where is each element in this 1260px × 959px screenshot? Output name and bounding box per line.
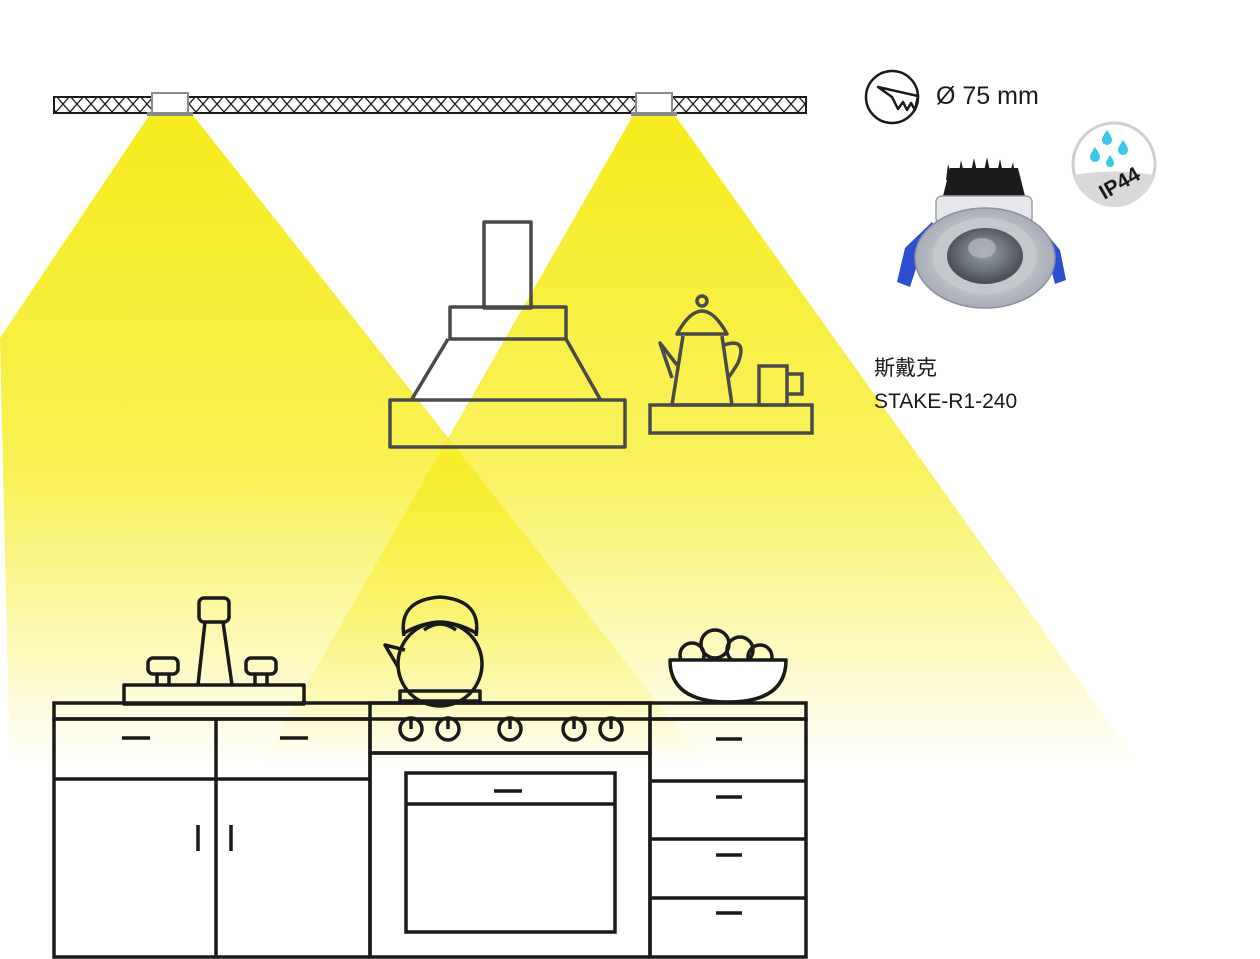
coffee-pot (658, 294, 743, 407)
water-drops-icon (1090, 130, 1128, 167)
range-hood (388, 220, 627, 449)
stove-knob-2 (435, 716, 461, 742)
mug (757, 364, 804, 407)
ceiling-cutout-saw-icon (864, 69, 920, 125)
ip44-badge: IP44 (1071, 121, 1157, 207)
stove-knob-4 (561, 716, 587, 742)
stove-knob-1 (398, 716, 424, 742)
downlight-left (147, 92, 193, 116)
drawers (648, 717, 808, 959)
stove-knob-3 (497, 716, 523, 742)
downlight-right (631, 92, 677, 116)
ceiling (53, 96, 807, 114)
recessed-downlight-image (897, 157, 1066, 309)
stove-knob-5 (598, 716, 624, 742)
product-name: 斯戴克 (874, 357, 937, 380)
heatsink-fins (942, 157, 1026, 200)
diameter-label: Ø 75 mm (936, 82, 1039, 110)
light-beam-right (260, 114, 1140, 766)
kettle (383, 595, 484, 708)
product-code: STAKE-R1-240 (874, 390, 1018, 413)
oven (368, 751, 652, 959)
